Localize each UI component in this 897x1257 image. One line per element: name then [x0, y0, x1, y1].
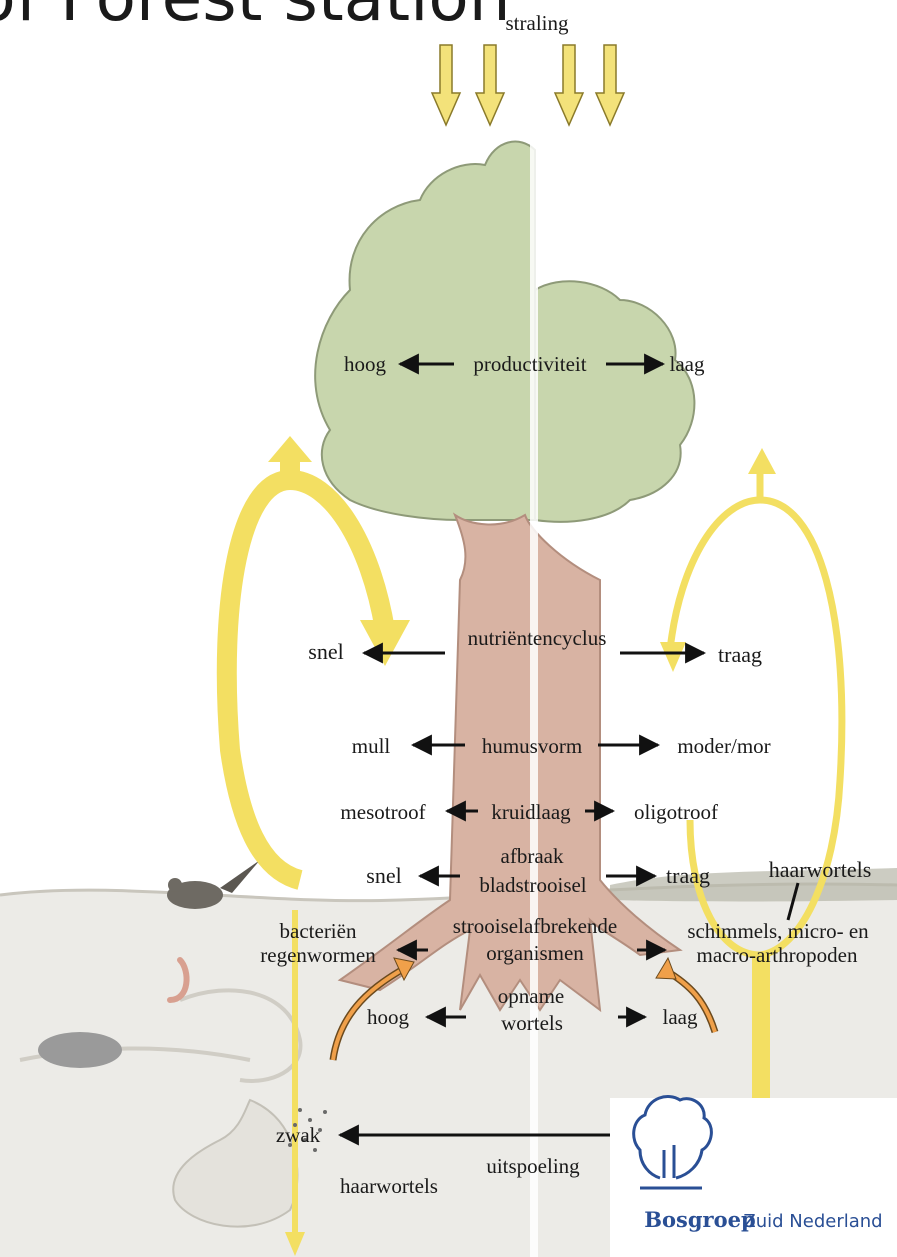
label-productiviteit-hoog: hoog — [344, 352, 387, 376]
label-uitspoeling-zwak: zwak — [276, 1123, 321, 1147]
right-cycle-arrowhead-down — [660, 642, 686, 672]
label-bladstrooisel: bladstrooisel — [479, 873, 586, 897]
label-nutrientencyclus: nutriëntencyclus — [468, 626, 607, 650]
label-regenwormen: regenwormen — [260, 943, 376, 967]
label-bacterien: bacteriën — [280, 919, 357, 943]
label-afbraak: afbraak — [501, 844, 564, 868]
label-macro-arthropoden: macro-arthropoden — [697, 943, 858, 967]
label-humusvorm-mull: mull — [352, 734, 391, 758]
radiation-arrows — [432, 45, 624, 125]
label-humusvorm-moder-mor: moder/mor — [677, 734, 770, 758]
label-nutrientencyclus-snel: snel — [308, 639, 343, 664]
title-fragment: s of Forest station — [0, 0, 511, 36]
label-kruidlaag-mesotroof: mesotroof — [340, 800, 425, 824]
mole — [38, 1032, 122, 1068]
label-haarwortels-left: haarwortels — [340, 1174, 438, 1198]
label-wortels: wortels — [501, 1011, 563, 1035]
label-straling: straling — [506, 11, 569, 35]
label-afbraak-snel: snel — [366, 863, 401, 888]
logo-name-rest: Zuid Nederland — [743, 1211, 882, 1232]
tree-canopy — [315, 142, 694, 522]
left-cycle-arrowhead-top — [268, 436, 312, 462]
divider — [530, 140, 538, 1257]
label-schimmels: schimmels, micro- en — [687, 919, 869, 943]
label-kruidlaag-oligotroof: oligotroof — [634, 800, 718, 824]
label-opname-laag: laag — [663, 1005, 698, 1029]
logo-name-bold: Bosgroep — [644, 1207, 755, 1232]
label-strooiselafbrekende: strooiselafbrekende — [453, 914, 617, 938]
label-opname-hoog: hoog — [367, 1005, 410, 1029]
label-productiviteit: productiviteit — [473, 352, 586, 376]
logo: Bosgroep Zuid Nederland — [610, 1096, 897, 1257]
label-humusvorm: humusvorm — [482, 734, 582, 758]
label-haarwortels-right: haarwortels — [769, 857, 872, 882]
label-opname: opname — [498, 984, 564, 1008]
label-nutrientencyclus-traag: traag — [718, 642, 762, 667]
left-cycle-arrowhead-down — [360, 620, 410, 666]
label-productiviteit-laag: laag — [670, 352, 705, 376]
label-organismen: organismen — [486, 941, 584, 965]
label-uitspoeling: uitspoeling — [486, 1154, 580, 1178]
label-kruidlaag: kruidlaag — [491, 800, 571, 824]
right-cycle-arrowhead-top — [748, 448, 776, 474]
label-afbraak-traag: traag — [666, 863, 710, 888]
